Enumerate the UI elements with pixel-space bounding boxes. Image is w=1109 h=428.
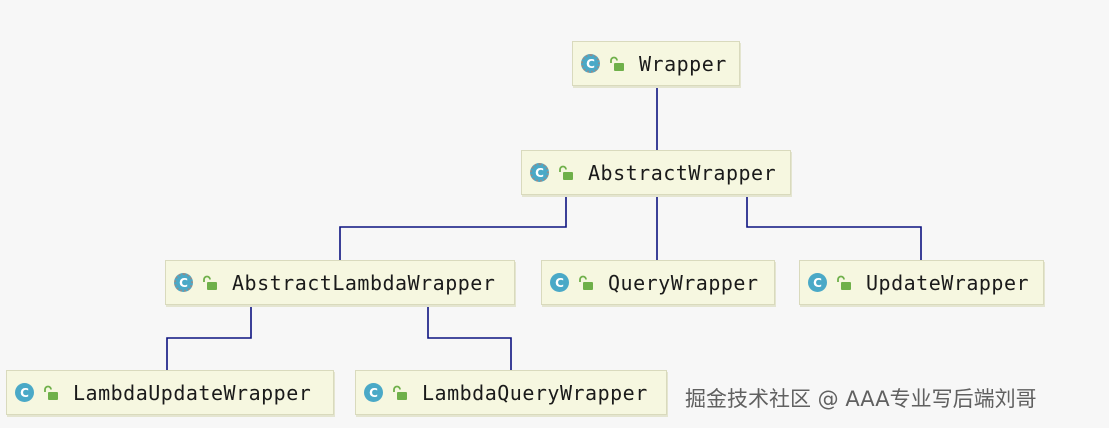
abstract-class-icon: C (530, 163, 549, 182)
class-icon: C (808, 273, 827, 292)
class-node-update-wrapper[interactable]: C UpdateWrapper (799, 260, 1044, 305)
unlocked-icon (44, 385, 58, 400)
unlocked-icon (393, 385, 407, 400)
class-node-abstract-lambda-wrapper[interactable]: C AbstractLambdaWrapper (165, 260, 515, 305)
unlocked-icon (203, 275, 217, 290)
class-name: UpdateWrapper (866, 270, 1030, 295)
class-node-query-wrapper[interactable]: C QueryWrapper (541, 260, 775, 305)
class-node-lambda-update-wrapper[interactable]: C LambdaUpdateWrapper (6, 370, 334, 415)
inheritance-edge-update-wrapper-to-abstract-wrapper (741, 184, 922, 260)
edges-layer (166, 75, 922, 370)
class-icon: C (550, 273, 569, 292)
unlocked-icon (610, 56, 624, 71)
class-icon: C (364, 383, 383, 402)
watermark-text: 掘金技术社区 @ AAA专业写后端刘哥 (685, 387, 1037, 411)
unlocked-icon (579, 275, 593, 290)
class-name: LambdaUpdateWrapper (73, 380, 312, 405)
class-node-wrapper[interactable]: C Wrapper (572, 41, 740, 86)
unlocked-icon (559, 165, 573, 180)
class-node-lambda-query-wrapper[interactable]: C LambdaQueryWrapper (355, 370, 667, 415)
class-name: LambdaQueryWrapper (422, 380, 648, 405)
abstract-class-icon: C (174, 273, 193, 292)
inheritance-edge-lambda-update-wrapper-to-abstract-lambda-wrapper (166, 294, 257, 370)
class-name: AbstractWrapper (588, 160, 777, 185)
class-icon: C (15, 383, 34, 402)
class-name: Wrapper (639, 51, 727, 76)
abstract-class-icon: C (581, 54, 600, 73)
inheritance-edge-lambda-query-wrapper-to-abstract-lambda-wrapper (422, 294, 512, 370)
class-node-abstract-wrapper[interactable]: C AbstractWrapper (521, 150, 791, 195)
inheritance-edge-abstract-lambda-wrapper-to-abstract-wrapper (339, 184, 572, 260)
class-name: AbstractLambdaWrapper (232, 270, 496, 295)
class-name: QueryWrapper (608, 270, 759, 295)
unlocked-icon (837, 275, 851, 290)
